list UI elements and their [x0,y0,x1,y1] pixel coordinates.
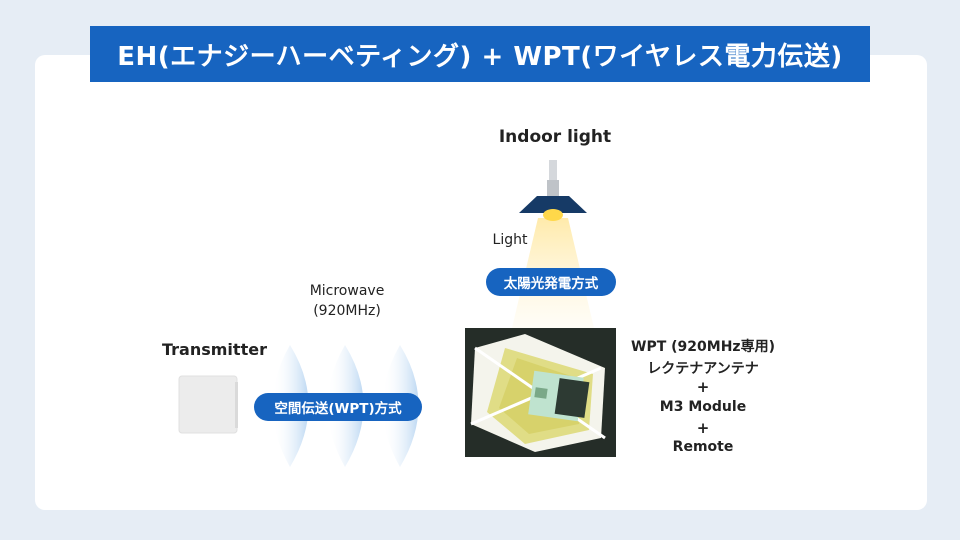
light-label: Light [492,232,528,248]
solar-method-badge: 太陽光発電方式 [486,268,616,296]
wpt-method-badge: 空間伝送(WPT)方式 [254,393,422,421]
device-desc-line3: M3 Module [659,399,747,415]
rectenna-device-photo [465,328,616,457]
plus-sign-2: + [696,419,710,437]
page-title: EH(エナジーハーベティング) + WPT(ワイヤレス電力伝送) [90,26,870,82]
device-desc-line2: レクテナアンテナ [647,361,759,377]
transmitter-label: Transmitter [162,340,267,359]
device-desc-line1: WPT (920MHz専用) [631,339,775,355]
device-desc-line4: Remote [672,439,734,455]
plus-sign-1: + [696,378,710,396]
indoor-light-label: Indoor light [498,127,612,147]
lamp-socket [547,180,559,196]
microwave-label: Microwave [309,283,385,299]
lamp-shade [519,196,587,213]
lamp-cord [549,160,557,184]
microwave-frequency-label: (920MHz) [313,303,381,319]
bulb-icon [543,209,563,221]
